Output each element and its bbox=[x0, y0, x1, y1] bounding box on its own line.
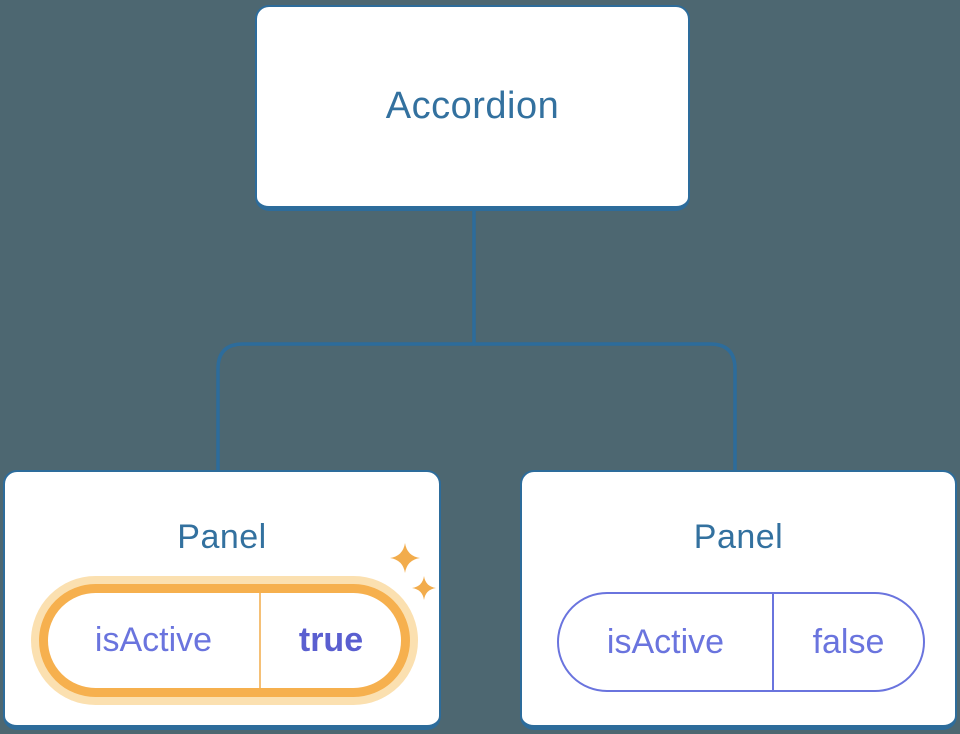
state-value-label: true bbox=[298, 621, 364, 659]
panel-node-inactive: Panel isActive false bbox=[520, 470, 957, 730]
panel-node-label: Panel bbox=[693, 518, 784, 556]
state-pill-active: isActive true bbox=[39, 584, 410, 697]
accordion-node: Accordion bbox=[255, 5, 690, 211]
state-pill-inactive: isActive false bbox=[557, 592, 925, 692]
state-value-label: false bbox=[812, 622, 885, 661]
state-key-label: isActive bbox=[606, 622, 725, 661]
pill-divider bbox=[772, 594, 774, 690]
panel-node-label: Panel bbox=[177, 518, 267, 556]
panel-node-active: Panel isActive true bbox=[3, 470, 441, 730]
accordion-node-label: Accordion bbox=[385, 85, 560, 127]
state-key-label: isActive bbox=[94, 621, 213, 659]
pill-divider bbox=[259, 593, 261, 688]
